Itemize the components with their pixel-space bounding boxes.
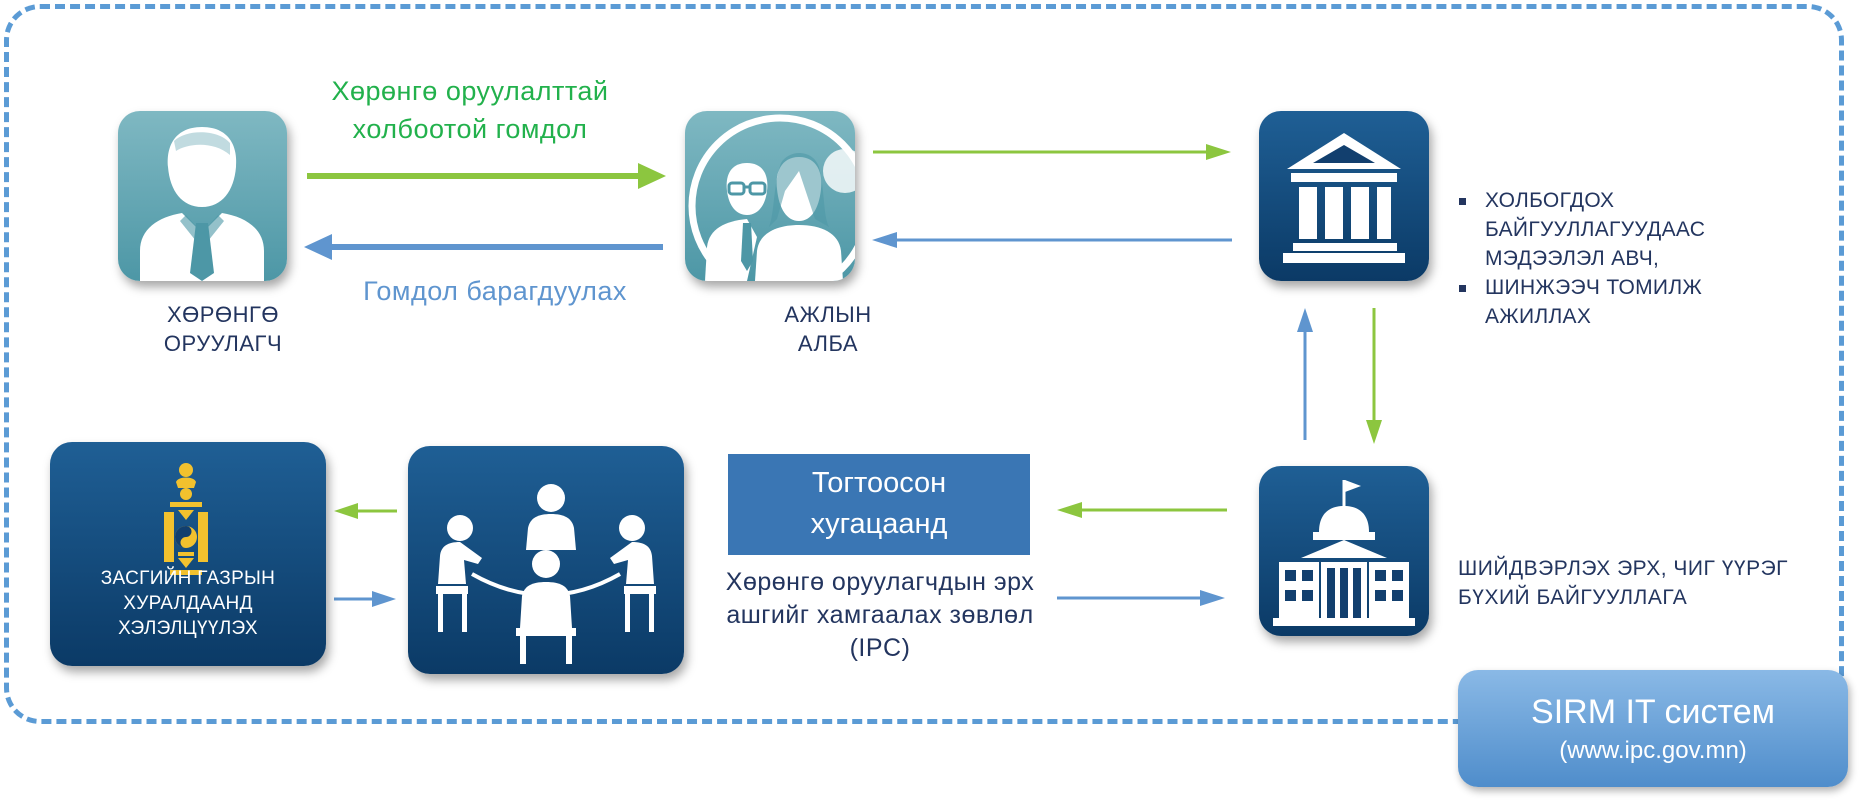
decision-org-tile	[1259, 466, 1429, 636]
arrow-office-to-investor	[304, 234, 663, 260]
two-people-icon	[688, 114, 855, 281]
council-label: Хөрөнгө оруулагчдын эрх ашгийг хамгаалах…	[690, 566, 1070, 665]
complaint-label-line-2: холбоотой гомдол	[352, 114, 588, 144]
sirm-url: (www.ipc.gov.mn)	[1559, 737, 1747, 764]
deadline-box: Тогтоосон хугацаанд	[728, 454, 1030, 555]
arrow-institution-to-office	[872, 232, 1232, 248]
government-label: ЗАСГИЙН ГАЗРЫН ХУРАЛДААНД ХЭЛЭЛЦҮҮЛЭХ	[52, 566, 324, 641]
institution-tasks-list: ХОЛБОГДОХ БАЙГУУЛЛАГУУДААС МЭДЭЭЛЭЛ АВЧ,…	[1455, 186, 1785, 331]
investor-tile	[118, 111, 287, 281]
office-label-line-1: АЖЛЫН	[784, 302, 872, 327]
sirm-it-system-badge: SIRM IT систем (www.ipc.gov.mn)	[1458, 670, 1848, 787]
office-label-line-2: АЛБА	[797, 331, 859, 356]
council-label-line-2: ашгийг хамгаалах зөвлөл	[726, 601, 1034, 629]
office-tile	[685, 111, 855, 281]
classical-building-icon	[1283, 133, 1405, 263]
deadline-box-line-2: хугацаанд	[810, 508, 948, 540]
investor-label-line-1: ХӨРӨНГӨ	[167, 302, 279, 327]
sirm-title: SIRM IT систем	[1531, 693, 1775, 731]
government-label-line-3: ХЭЛЭЛЦҮҮЛЭХ	[118, 618, 258, 639]
institution-tile	[1259, 111, 1429, 281]
dashed-frame	[4, 4, 1844, 724]
decision-org-label-line-1: ШИЙДВЭРЛЭХ ЭРХ, ЧИГ ҮҮРЭГ	[1458, 557, 1789, 580]
government-building-icon	[1273, 480, 1415, 626]
meeting-table-icon	[436, 484, 656, 664]
government-label-line-1: ЗАСГИЙН ГАЗРЫН	[100, 568, 276, 589]
arrow-council-to-decision	[1057, 590, 1225, 606]
government-tile	[50, 442, 326, 666]
person-with-tie-icon	[140, 127, 264, 281]
complaint-label: Хөрөнгө оруулалттай холбоотой гомдол	[300, 72, 640, 148]
arrow-decision-to-council	[1057, 502, 1227, 518]
arrow-government-to-meeting	[334, 591, 396, 607]
arrow-investor-to-office	[307, 163, 666, 189]
council-label-line-1: Хөрөнгө оруулагчдын эрх	[725, 568, 1035, 596]
deadline-box-line-1: Тогтоосон	[811, 467, 947, 499]
office-label: АЖЛЫН АЛБА	[708, 300, 948, 358]
complaint-label-line-1: Хөрөнгө оруулалттай	[331, 76, 609, 106]
decision-org-label-line-2: БҮХИЙ БАЙГУУЛЛАГА	[1458, 586, 1688, 609]
resolution-label: Гомдол барагдуулах	[363, 276, 627, 306]
arrow-institution-to-decision	[1366, 308, 1382, 444]
soyombo-emblem-icon	[164, 463, 208, 575]
institution-task-item: ХОЛБОГДОХ БАЙГУУЛЛАГУУДААС МЭДЭЭЛЭЛ АВЧ,	[1455, 186, 1785, 273]
decision-org-label: ШИЙДВЭРЛЭХ ЭРХ, ЧИГ ҮҮРЭГ БҮХИЙ БАЙГУУЛЛ…	[1458, 554, 1838, 612]
government-label-line-2: ХУРАЛДААНД	[123, 593, 253, 614]
investor-label-line-2: ОРУУЛАГЧ	[163, 331, 283, 356]
council-label-line-3: (IPC)	[849, 634, 911, 662]
arrow-decision-to-institution	[1297, 308, 1313, 440]
institution-task-item: ШИНЖЭЭЧ ТОМИЛЖ АЖИЛЛАХ	[1455, 273, 1785, 331]
investor-label: ХӨРӨНГӨ ОРУУЛАГЧ	[128, 300, 318, 358]
meeting-tile	[408, 446, 684, 674]
arrow-office-to-institution	[873, 144, 1231, 160]
arrow-meeting-to-government	[334, 503, 397, 519]
